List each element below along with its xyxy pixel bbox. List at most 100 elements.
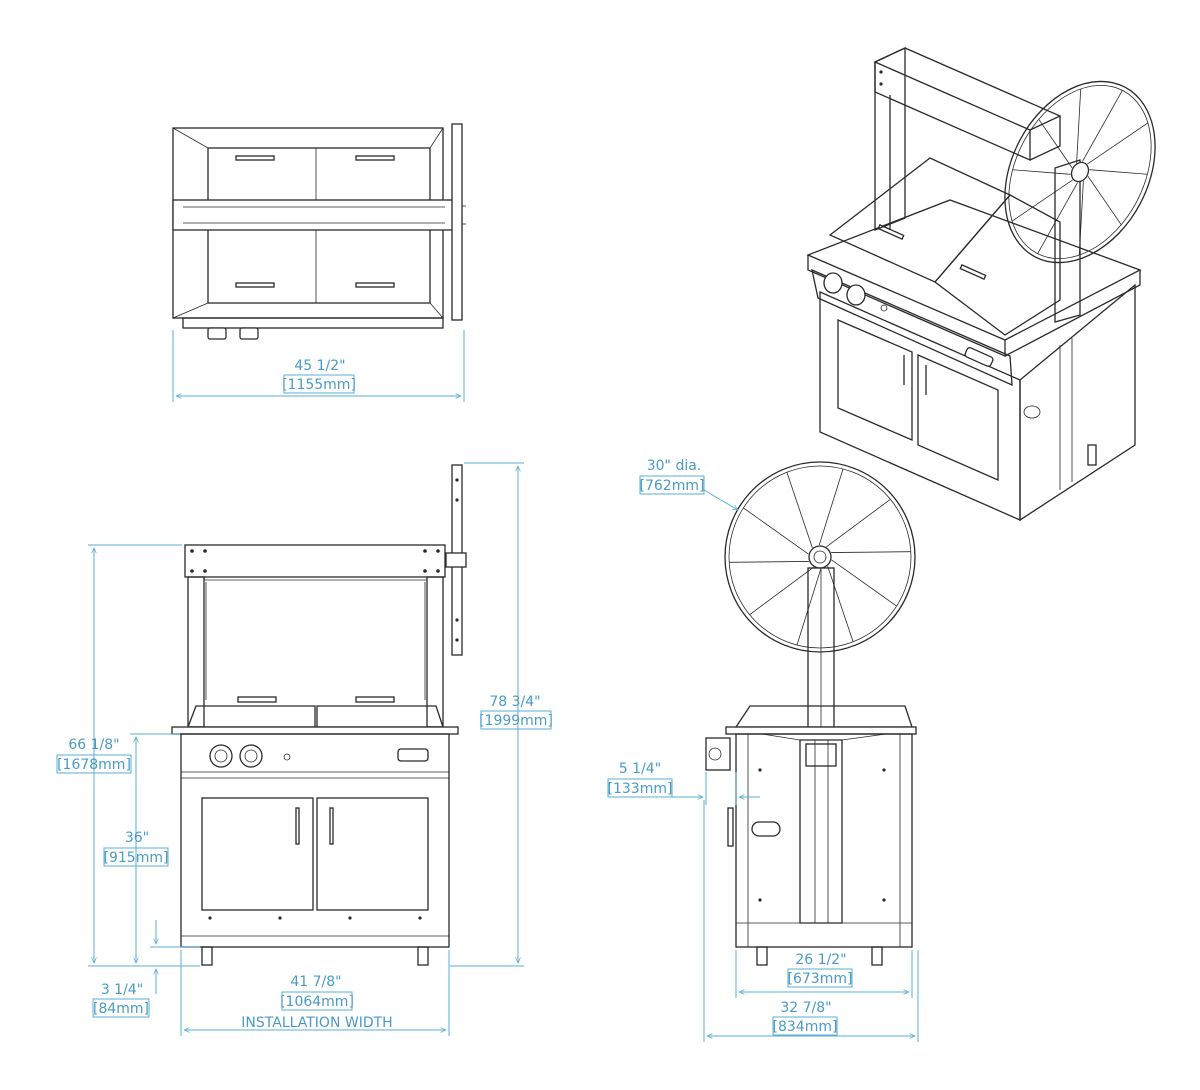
depth-in-label: 26 1/2" <box>795 952 846 968</box>
isometric-view <box>806 46 1156 522</box>
overall-height-mm-label: [1999mm] <box>479 713 553 729</box>
side-door-handle <box>727 807 734 847</box>
iso-wheel-spoke <box>1038 119 1073 169</box>
door-handle <box>295 807 300 845</box>
top-view-wheel-bracket <box>451 123 463 321</box>
wheel-spoke <box>743 507 809 555</box>
wheel-spoke <box>749 566 814 616</box>
iso-hood-left <box>828 157 1012 283</box>
side-foot <box>756 946 768 966</box>
control-knob-right <box>239 744 263 768</box>
install-width-mm-label: [1064mm] <box>280 994 354 1010</box>
iso-hood-right <box>934 194 1061 336</box>
iso-control-panel <box>811 268 1013 387</box>
front-foot <box>417 946 429 966</box>
igniter-button <box>283 753 291 761</box>
side-control-knob-box <box>705 737 731 771</box>
iso-knob <box>846 284 866 306</box>
side-cabinet <box>735 733 913 948</box>
wheel-spoke <box>826 498 891 548</box>
leg-height-mm-label: [84mm] <box>93 1001 149 1017</box>
wheel-spoke <box>729 561 809 563</box>
iso-wheel-spoke <box>1089 169 1148 175</box>
side-foot <box>871 946 883 966</box>
wheel-dia-in-label: 30" dia. <box>647 458 702 474</box>
wheel-spoke <box>818 468 844 546</box>
wheel-spoke <box>827 566 854 642</box>
iso-wheel-spoke <box>1087 175 1122 225</box>
front-countertop <box>171 726 459 735</box>
top-view: 45 1/2" [1155mm] <box>172 123 466 402</box>
lid-handle <box>355 155 395 161</box>
iso-cabinet-front <box>819 291 1021 521</box>
side-wheel-spokes <box>729 468 911 646</box>
frame-height-mm-label: [1678mm] <box>57 757 131 773</box>
top-width-in-label: 45 1/2" <box>294 358 345 374</box>
wheel-spoke <box>831 559 897 607</box>
leg-height-in-label: 3 1/4" <box>101 982 143 998</box>
iso-wheel-spoke <box>1076 88 1082 163</box>
wheel-spoke <box>831 551 911 553</box>
iso-wheel-spoke <box>1087 122 1149 165</box>
counter-height-mm-label: [915mm] <box>104 850 169 866</box>
knob <box>207 327 227 340</box>
front-foot <box>201 946 213 966</box>
install-width-caption: INSTALLATION WIDTH <box>241 1015 392 1031</box>
iso-wheel-spoke <box>1012 169 1071 175</box>
front-left-post <box>187 576 205 728</box>
top-width-mm-label: [1155mm] <box>282 377 356 393</box>
side-offset-mm-label: [133mm] <box>608 781 673 797</box>
side-wheel-hub <box>808 545 832 569</box>
front-lid-handle <box>237 696 277 703</box>
iso-badge <box>964 347 994 367</box>
top-view-crossbar <box>172 199 456 231</box>
iso-wheel-spoke <box>1037 182 1078 254</box>
overall-depth-mm-label: [834mm] <box>773 1019 838 1035</box>
front-top-beam <box>184 544 446 578</box>
side-center-channel <box>799 739 843 924</box>
iso-wheel-spoke <box>1082 90 1123 162</box>
front-wheel-hub <box>445 552 467 568</box>
install-width-in-label: 41 7/8" <box>290 974 341 990</box>
brand-badge <box>397 748 429 762</box>
side-offset-in-label: 5 1/4" <box>619 761 661 777</box>
overall-depth-in-label: 32 7/8" <box>780 1000 831 1016</box>
iso-wheel-spokes <box>1011 88 1149 256</box>
lid-handle <box>235 155 275 161</box>
wheel-dia-mm-label: [762mm] <box>640 478 705 494</box>
front-cabinet <box>180 733 450 948</box>
front-hood-left <box>187 705 316 728</box>
front-hood-right <box>316 705 444 728</box>
iso-top-beam <box>873 47 1062 131</box>
iso-wheel-spoke <box>1011 179 1073 222</box>
side-hood <box>734 705 913 728</box>
iso-wheel-hub <box>1070 161 1090 183</box>
top-view-control-panel <box>182 317 444 329</box>
depth-mm-label: [673mm] <box>788 971 853 987</box>
front-right-post <box>426 576 444 728</box>
iso-cabinet-side <box>1019 283 1136 522</box>
side-wheel-outer <box>724 461 916 653</box>
side-countertop <box>725 726 917 735</box>
frame-height-in-label: 66 1/8" <box>68 737 119 753</box>
iso-wheel-post <box>1054 159 1081 323</box>
front-door-right <box>316 797 429 911</box>
side-vent <box>805 743 837 767</box>
lid-handle <box>355 282 395 288</box>
iso-wheel-spoke <box>1078 181 1084 256</box>
iso-knob <box>823 272 843 294</box>
side-view: 30" dia. [762mm] 5 1/4" [133mm] 26 1/2" … <box>607 458 919 1042</box>
counter-height-in-label: 36" <box>125 830 149 846</box>
front-door-left <box>201 797 314 911</box>
wheel-spoke <box>786 472 813 548</box>
overall-height-in-label: 78 3/4" <box>489 694 540 710</box>
door-handle <box>329 807 334 845</box>
iso-door-left <box>837 319 913 441</box>
iso-door-right <box>917 354 999 481</box>
side-hook-cutout <box>751 821 781 837</box>
wheel-spoke <box>796 568 822 646</box>
knob <box>239 327 259 340</box>
front-view: 78 3/4" [1999mm] 66 1/8" [1678mm] 36" [9… <box>56 462 553 1036</box>
